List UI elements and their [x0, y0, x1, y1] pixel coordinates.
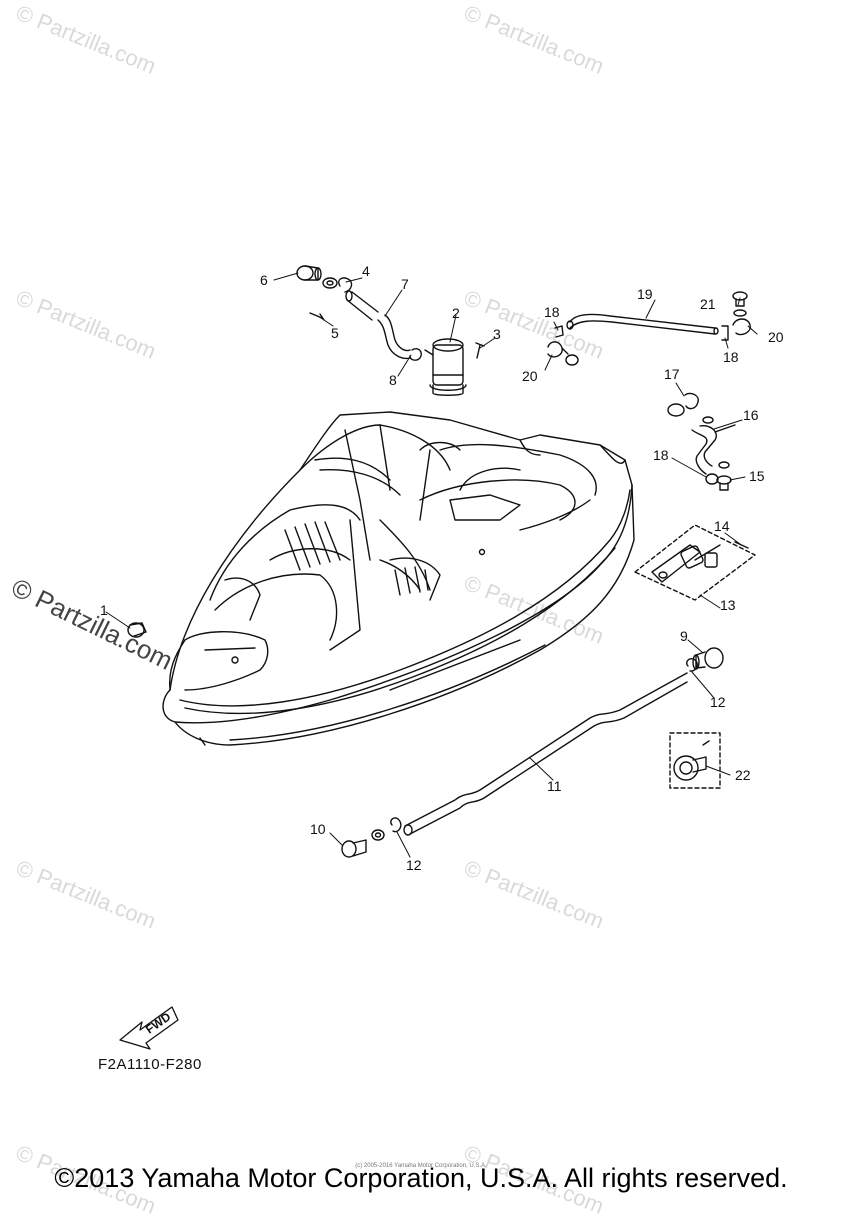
- fwd-arrow-icon: FWD: [119, 1006, 179, 1050]
- callout-2: 2: [452, 305, 460, 321]
- callout-17: 17: [664, 366, 680, 382]
- fwd-label: FWD: [143, 1009, 174, 1036]
- small-copyright: (c) 2005-2016 Yamaha Motor Corporation, …: [355, 1163, 487, 1169]
- callout-14: 14: [714, 518, 730, 534]
- bilge-pump-parts: [296, 265, 485, 396]
- callout-20: 20: [522, 368, 538, 384]
- callout-18: 18: [653, 447, 669, 463]
- callout-10: 10: [310, 821, 326, 837]
- callout-22: 22: [735, 767, 751, 783]
- callout-18: 18: [544, 304, 560, 320]
- callout-5: 5: [331, 325, 339, 341]
- bracket-assembly: [634, 524, 756, 601]
- callout-6: 6: [260, 272, 268, 288]
- callout-20: 20: [768, 329, 784, 345]
- leader-lines: [105, 272, 758, 858]
- callout-7: 7: [401, 276, 409, 292]
- callout-13: 13: [720, 597, 736, 613]
- callout-11: 11: [547, 778, 562, 794]
- callout-21: 21: [700, 296, 716, 312]
- vent-hose-parts: [547, 291, 751, 366]
- callout-16: 16: [743, 407, 759, 423]
- plug-assembly: [669, 732, 721, 789]
- callout-8: 8: [389, 372, 397, 388]
- callout-12: 12: [406, 857, 422, 873]
- bow-plug: [127, 622, 147, 638]
- callout-18: 18: [723, 349, 739, 365]
- diagram-code: F2A1110-F280: [98, 1056, 202, 1073]
- callout-3: 3: [493, 326, 501, 342]
- callout-12: 12: [710, 694, 726, 710]
- copyright-footer: ©2013 Yamaha Motor Corporation, U.S.A. A…: [54, 1163, 788, 1193]
- callout-15: 15: [749, 468, 765, 484]
- drain-hose-parts: [667, 392, 736, 491]
- callout-19: 19: [637, 286, 653, 302]
- boat-hull-drawing: [162, 411, 635, 746]
- callout-9: 9: [680, 628, 688, 644]
- callout-1: 1: [100, 602, 108, 618]
- callout-4: 4: [362, 263, 370, 279]
- drain-tube-parts: [341, 647, 724, 858]
